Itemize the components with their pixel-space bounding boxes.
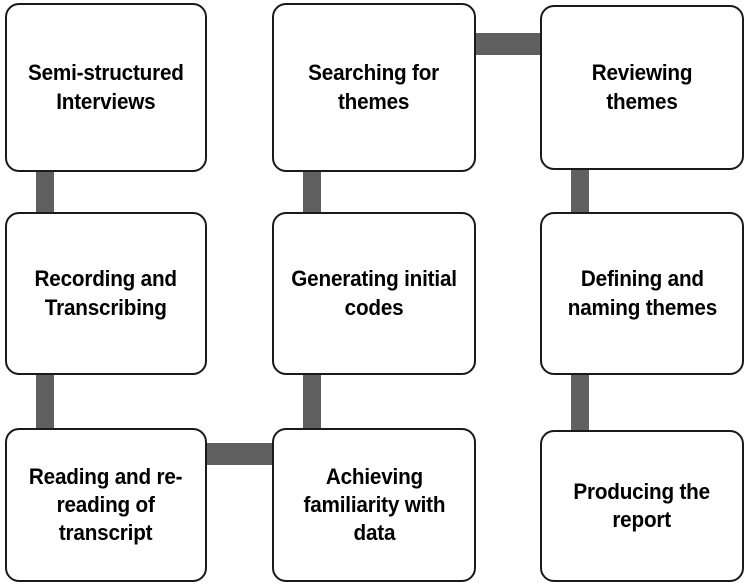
node-label-achieving-familiarity-with-data: Achieving familiarity with data [303,463,445,546]
node-reviewing-themes[interactable]: Reviewing themes [540,5,744,170]
node-generating-initial-codes[interactable]: Generating initial codes [272,212,476,375]
node-defining-and-naming-themes[interactable]: Defining and naming themes [540,212,744,375]
connector-reviewing-themes-to-defining-and-naming-themes [571,168,589,216]
node-label-recording-and-transcribing: Recording and Transcribing [34,266,178,320]
connector-achieving-familiarity-to-generating-initial-codes [303,371,321,432]
connector-reading-and-re-reading-to-achieving-familiarity [203,443,276,465]
node-label-generating-initial-codes: Generating initial codes [291,266,457,320]
node-label-producing-the-report: Producing the report [573,478,711,532]
connector-defining-and-naming-themes-to-producing-the-report [571,371,589,432]
node-recording-and-transcribing[interactable]: Recording and Transcribing [5,212,207,375]
connector-generating-initial-codes-to-searching-for-themes [303,168,321,216]
node-reading-and-re-reading-of-transcript[interactable]: Reading and re- reading of transcript [5,428,207,582]
node-searching-for-themes[interactable]: Searching for themes [272,3,476,172]
node-label-defining-and-naming-themes: Defining and naming themes [567,266,717,320]
node-producing-the-report[interactable]: Producing the report [540,430,744,582]
node-label-reviewing-themes: Reviewing themes [591,60,693,114]
node-semi-structured-interviews[interactable]: Semi-structured Interviews [5,3,207,172]
connector-recording-and-transcribing-to-reading-and-re-reading [36,371,54,432]
node-achieving-familiarity-with-data[interactable]: Achieving familiarity with data [272,428,476,582]
node-label-reading-and-re-reading-of-transcript: Reading and re- reading of transcript [29,463,183,546]
node-label-searching-for-themes: Searching for themes [308,60,440,114]
node-label-semi-structured-interviews: Semi-structured Interviews [28,60,184,114]
connector-searching-for-themes-to-reviewing-themes [472,33,544,55]
connector-semi-structured-interviews-to-recording-and-transcribing [36,168,54,216]
